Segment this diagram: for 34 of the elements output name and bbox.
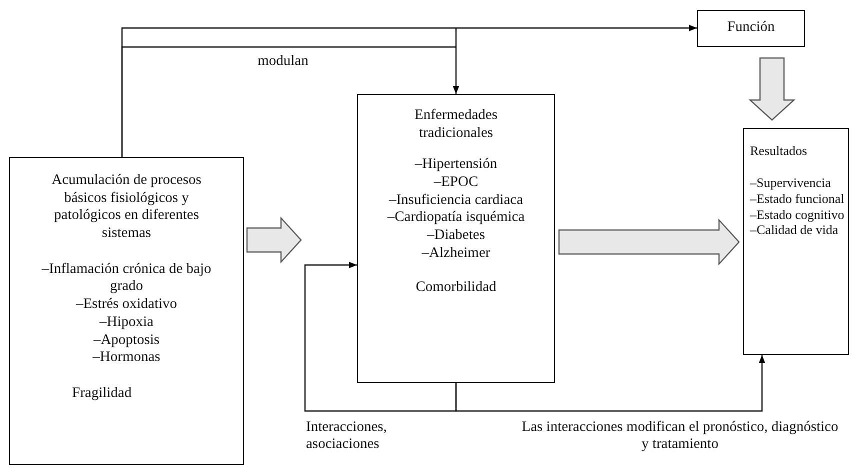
box-heading: Acumulación de procesos básicos fisiológicos y patológicos en diferentes sistemas [52, 172, 202, 243]
box-text: Fragilidad [72, 384, 132, 403]
box-text: –Estrés oxidativo [76, 296, 178, 314]
arrow [121, 27, 460, 158]
box-text: –Inflamación crónica de bajo grado [40, 260, 212, 296]
box-text: –Hipertensión [414, 156, 498, 174]
box-text: –Alzheimer [422, 244, 490, 262]
box-text: –Estado funcional [750, 190, 844, 207]
text-box [697, 10, 805, 47]
box-text: Comorbilidad [416, 278, 496, 296]
block-arrow [558, 218, 740, 266]
box-heading: Función [727, 19, 775, 37]
box-text: –EPOC [434, 174, 478, 192]
box-text: –Cardiopatía isquémica [387, 209, 525, 228]
arrow [455, 355, 766, 412]
arrow [304, 262, 457, 412]
block-arrow [748, 57, 796, 121]
edge-label: Las interacciones modifican el pronóstico, diagnóstico y tratamiento [520, 419, 840, 454]
box-text: –Hormonas [92, 349, 160, 367]
box-text: –Calidad de vida [750, 222, 838, 238]
box-heading: Resultados [750, 143, 808, 159]
box-text: –Apoptosis [93, 332, 160, 350]
edge-label: modulan [256, 53, 310, 70]
box-heading: Enfermedades tradicionales [414, 107, 498, 142]
box-text: –Hipoxia [100, 314, 154, 332]
text-box [9, 157, 244, 465]
box-text: –Diabetes [427, 227, 485, 245]
block-arrow [246, 216, 302, 264]
text-box [357, 94, 555, 383]
text-box [743, 128, 849, 355]
box-text: –Insuficiencia cardiaca [388, 192, 524, 210]
edge-label: Interacciones, asociaciones [306, 419, 388, 454]
box-text: –Supervivencia [750, 174, 831, 191]
box-text: –Estado cognitivo [750, 206, 844, 222]
